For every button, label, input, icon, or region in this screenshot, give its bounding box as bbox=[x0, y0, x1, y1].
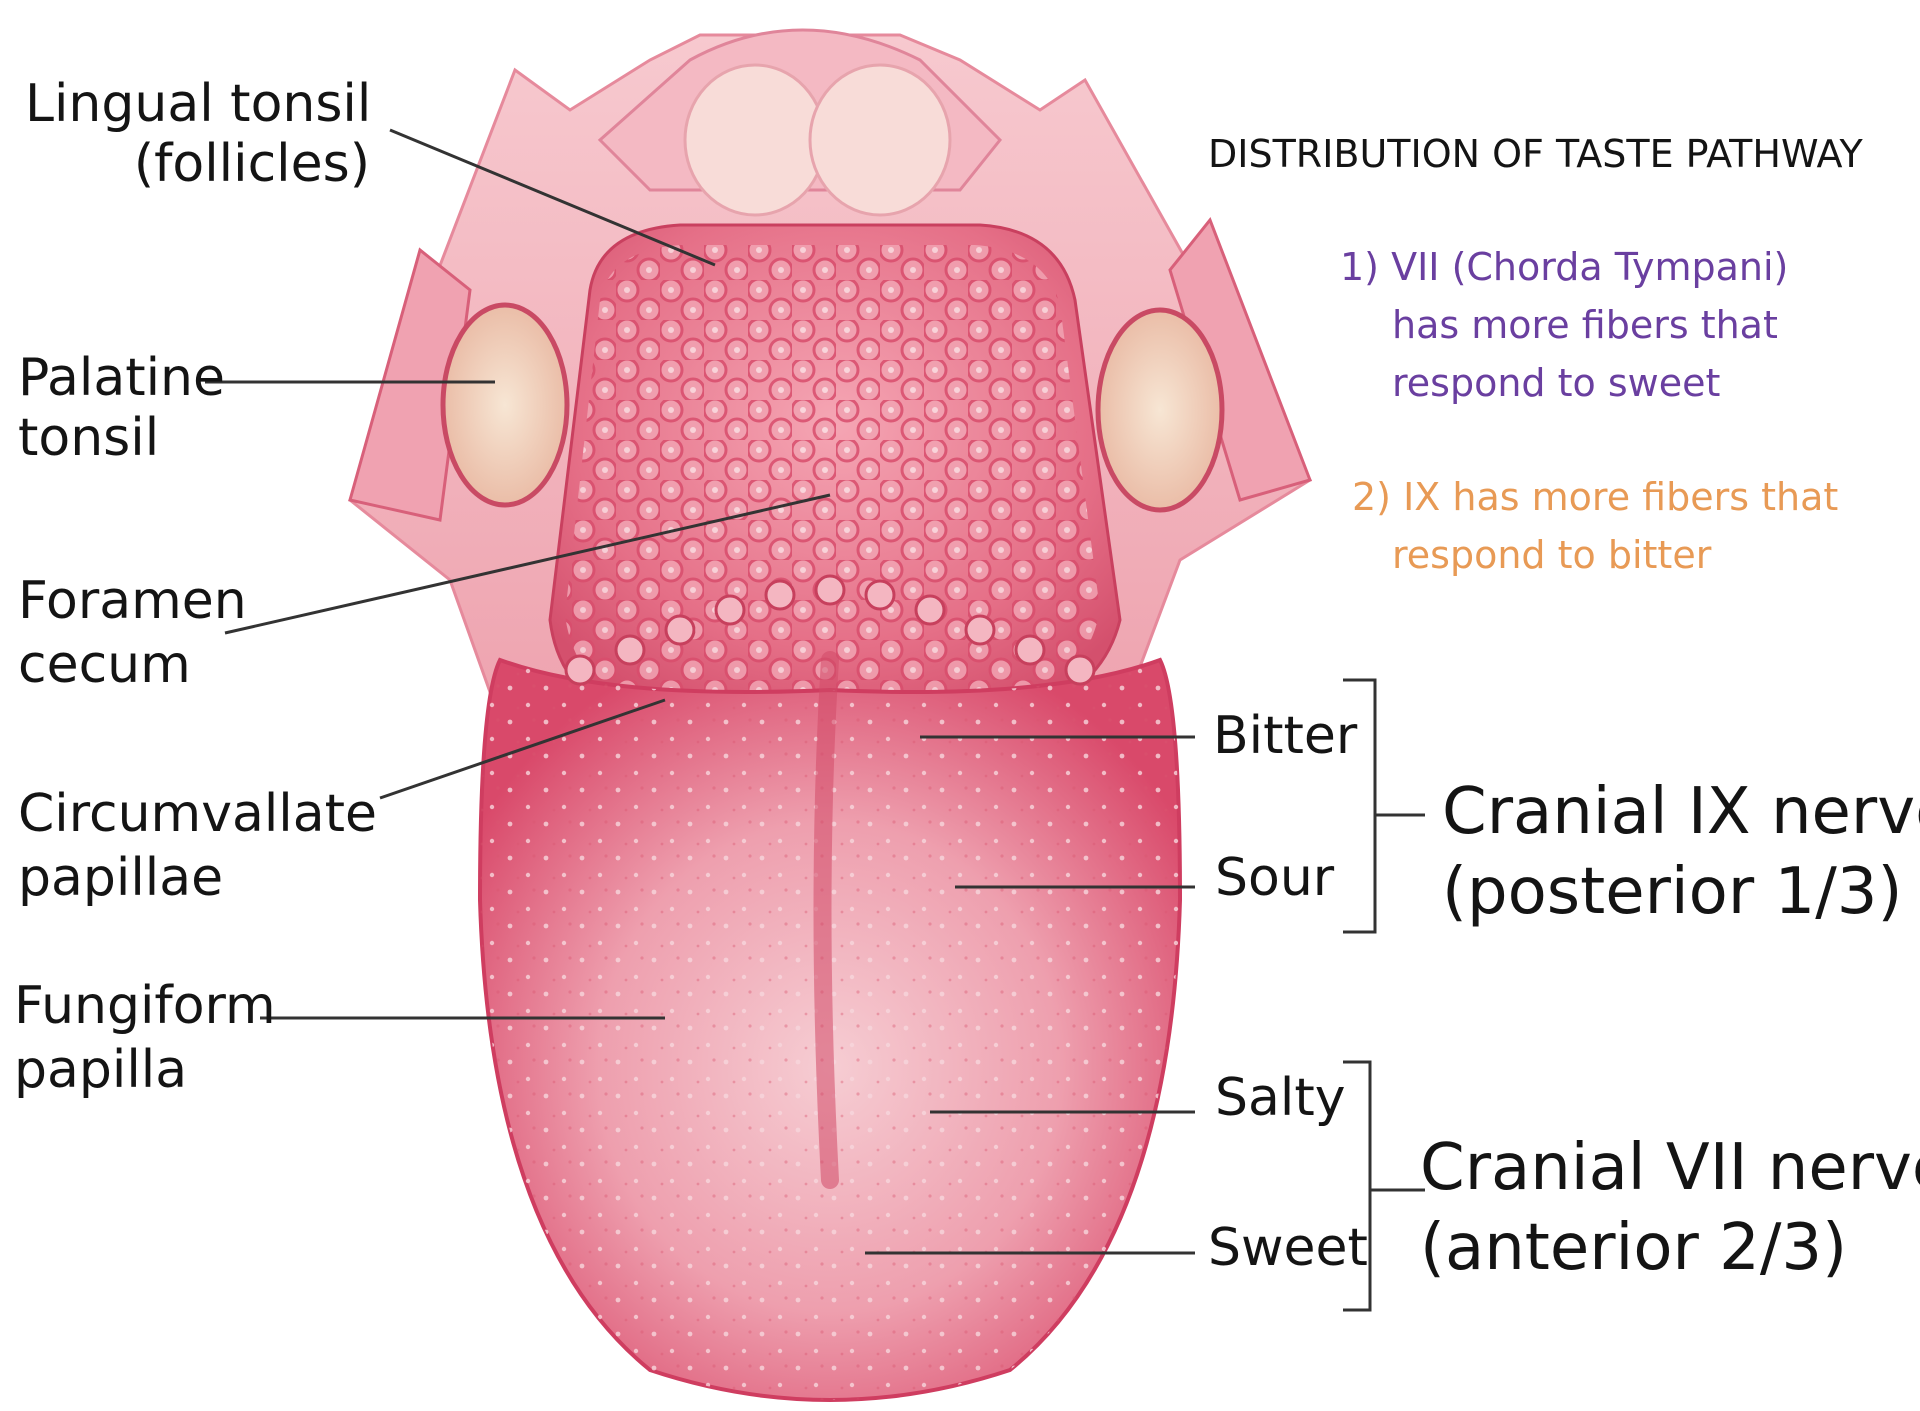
pathway-title: DISTRIBUTION OF TASTE PATHWAY bbox=[1208, 135, 1863, 173]
taste-bitter: Bitter bbox=[1213, 710, 1357, 762]
note-vii-line1: 1) VII (Chorda Tympani) bbox=[1340, 248, 1788, 286]
note-ix-line2: respond to bitter bbox=[1392, 536, 1838, 574]
note-vii: 1) VII (Chorda Tympani) has more fibers … bbox=[1340, 248, 1788, 402]
taste-salty: Salty bbox=[1215, 1072, 1345, 1124]
brackets bbox=[1343, 680, 1425, 1310]
label-foramen-line1: Foramen bbox=[18, 575, 247, 627]
label-lingual-tonsil: Lingual tonsil (follicles) bbox=[25, 78, 370, 190]
nerve-ix-line2: (posterior 1/3) bbox=[1442, 860, 1920, 924]
tongue-body bbox=[480, 576, 1180, 1400]
label-palatine-tonsil: Palatine tonsil bbox=[18, 352, 225, 464]
label-foramen-cecum: Foramen cecum bbox=[18, 575, 247, 691]
taste-sweet: Sweet bbox=[1208, 1222, 1368, 1274]
nerve-ix: Cranial IX nerve (posterior 1/3) bbox=[1442, 780, 1920, 924]
taste-sour: Sour bbox=[1215, 852, 1334, 904]
label-fungiform-line2: papilla bbox=[14, 1044, 276, 1096]
label-circumvallate-line1: Circumvallate bbox=[18, 788, 377, 840]
note-vii-line2: has more fibers that bbox=[1392, 306, 1788, 344]
label-fungiform: Fungiform papilla bbox=[14, 980, 276, 1096]
label-circumvallate: Circumvallate papillae bbox=[18, 788, 377, 904]
label-lingual-tonsil-line2: (follicles) bbox=[25, 138, 370, 190]
nerve-ix-line1: Cranial IX nerve bbox=[1442, 780, 1920, 844]
label-foramen-line2: cecum bbox=[18, 639, 247, 691]
label-palatine-line1: Palatine bbox=[18, 352, 225, 404]
label-lingual-tonsil-line1: Lingual tonsil bbox=[25, 78, 370, 130]
note-vii-line3: respond to sweet bbox=[1392, 364, 1788, 402]
nerve-vii-line2: (anterior 2/3) bbox=[1420, 1216, 1920, 1280]
nerve-vii-line1: Cranial VII nerve bbox=[1420, 1136, 1920, 1200]
note-ix: 2) IX has more fibers that respond to bi… bbox=[1352, 478, 1838, 574]
label-circumvallate-line2: papillae bbox=[18, 852, 377, 904]
note-ix-line1: 2) IX has more fibers that bbox=[1352, 478, 1838, 516]
label-fungiform-line1: Fungiform bbox=[14, 980, 276, 1032]
nerve-vii: Cranial VII nerve (anterior 2/3) bbox=[1420, 1136, 1920, 1280]
label-palatine-line2: tonsil bbox=[18, 412, 225, 464]
